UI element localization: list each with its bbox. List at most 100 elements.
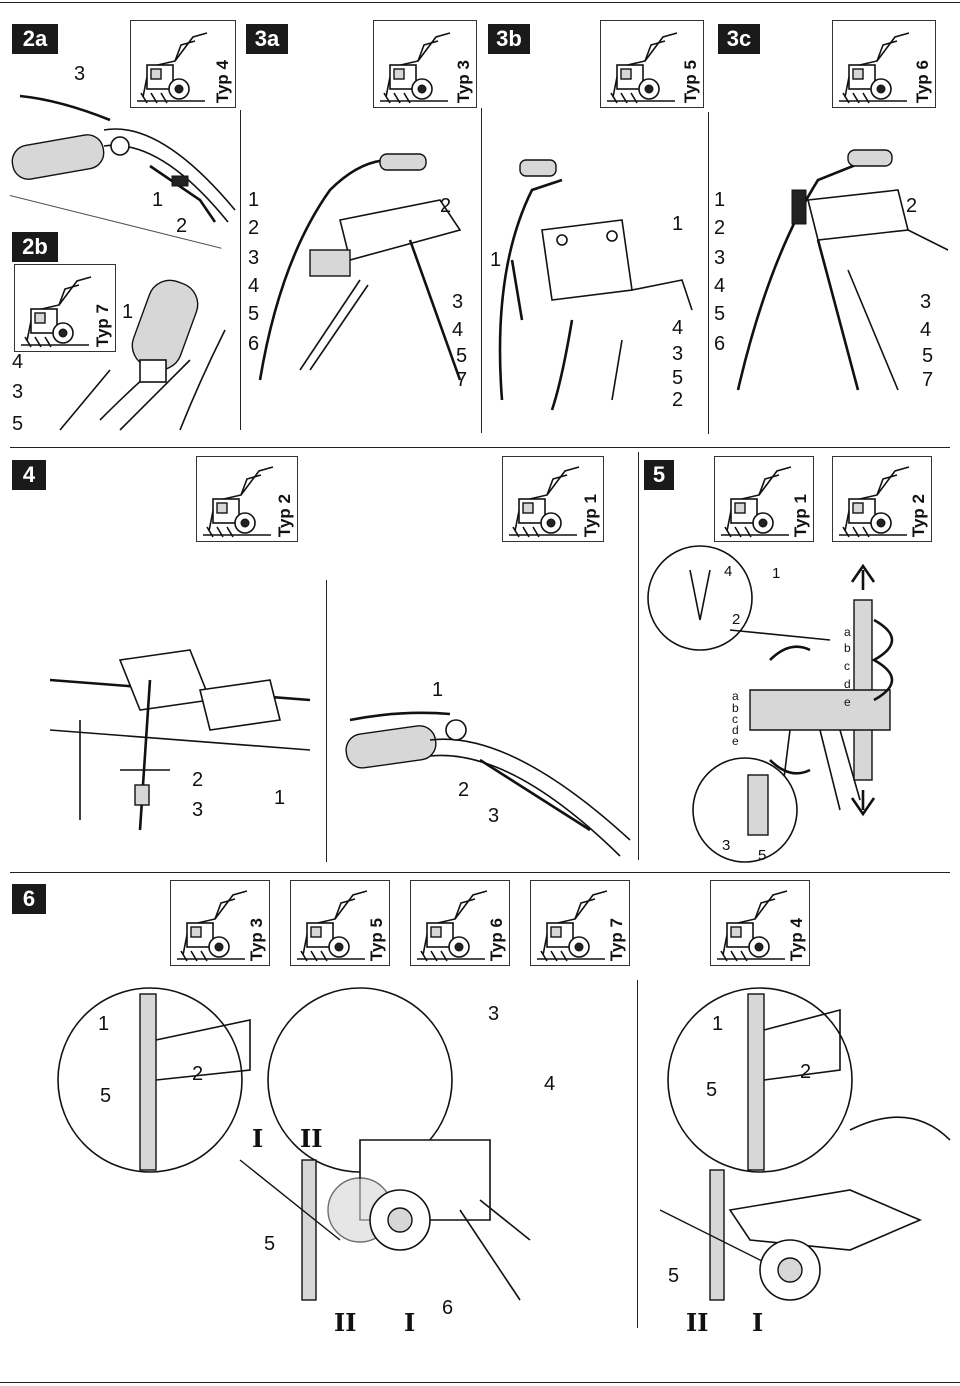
frame-illustration-4 xyxy=(49,649,311,831)
callout-5-1: 1 xyxy=(772,565,781,582)
type-label: Typ 3 xyxy=(247,917,266,961)
control-panel-illustration-3a xyxy=(258,153,462,381)
tiller-illustration xyxy=(720,466,792,538)
section-badge-2a: 2a xyxy=(12,24,58,54)
callout-6-6w: 6 xyxy=(442,1297,454,1319)
callout-3a-7r: 7 xyxy=(456,369,468,391)
callout-6-5rw: 5 xyxy=(668,1265,680,1287)
callout-3b-2: 2 xyxy=(672,389,684,411)
callout-3c-2: 2 xyxy=(714,217,726,239)
type-label: Typ 5 xyxy=(681,59,700,103)
callout-3c-6: 6 xyxy=(714,333,726,355)
callout-3a-3r: 3 xyxy=(452,291,464,313)
callout-2b-5: 5 xyxy=(12,413,24,435)
callout-6-4m: 4 xyxy=(544,1073,556,1095)
callout-2b-3: 3 xyxy=(12,381,24,403)
pos-c-side: c xyxy=(732,712,738,726)
roman-I-bottom: I xyxy=(404,1308,416,1337)
type-label: Typ 7 xyxy=(607,917,626,961)
type-thumb-6d: Typ 7 xyxy=(530,880,630,966)
callout-3b-3: 3 xyxy=(672,343,684,365)
callout-6-1l: 1 xyxy=(98,1013,110,1035)
callout-6-5l: 5 xyxy=(100,1085,112,1107)
callout-3a-1: 1 xyxy=(248,189,260,211)
divider-3b-3c xyxy=(708,112,709,434)
type-thumb-5b: Typ 2 xyxy=(832,456,932,542)
section-badge-2b: 2b xyxy=(12,232,58,262)
divider-4-5 xyxy=(638,452,639,860)
callout-6-2r: 2 xyxy=(800,1061,812,1083)
type-label: Typ 5 xyxy=(367,917,386,961)
control-panel-illustration-3c xyxy=(736,149,949,391)
type-label: Typ 1 xyxy=(791,493,810,537)
type-label: Typ 4 xyxy=(787,917,806,961)
callout-5-4: 4 xyxy=(724,563,733,580)
callout-2b-1: 1 xyxy=(122,301,134,323)
section-badge-5: 5 xyxy=(644,460,674,490)
wheel-stake-illustration-6 xyxy=(57,987,531,1301)
callout-4-2r: 2 xyxy=(458,779,470,801)
tiller-illustration xyxy=(838,32,910,104)
callout-6-2l: 2 xyxy=(192,1063,204,1085)
callout-4-2l: 2 xyxy=(192,769,204,791)
type-thumb-6c: Typ 6 xyxy=(410,880,510,966)
callout-3b-5: 5 xyxy=(672,367,684,389)
section-badge-3c: 3c xyxy=(718,24,760,54)
callout-5-3: 3 xyxy=(722,837,731,854)
callout-3b-1l: 1 xyxy=(490,249,502,271)
callout-3c-5: 5 xyxy=(714,303,726,325)
pos-b-side: b xyxy=(732,701,739,715)
section-badge-3a: 3a xyxy=(246,24,288,54)
type-thumb-6e: Typ 4 xyxy=(710,880,810,966)
tiller-illustration xyxy=(176,890,248,962)
pos-d-top: d xyxy=(844,677,851,691)
type-label: Typ 6 xyxy=(487,917,506,961)
callout-3c-5r: 5 xyxy=(922,345,934,367)
callout-6-3m: 3 xyxy=(488,1003,500,1025)
callout-3a-2: 2 xyxy=(248,217,260,239)
pos-d-side: d xyxy=(732,723,739,737)
callout-3a-6: 6 xyxy=(248,333,260,355)
callout-2a-3: 3 xyxy=(74,63,86,85)
type-label: Typ 3 xyxy=(454,59,473,103)
type-thumb-6a: Typ 3 xyxy=(170,880,270,966)
tiller-illustration xyxy=(416,890,488,962)
pos-a-top: a xyxy=(844,625,851,639)
callout-3c-4r: 4 xyxy=(920,319,932,341)
callout-3a-4: 4 xyxy=(248,275,260,297)
section-badge-4: 4 xyxy=(12,460,46,490)
callout-3a-5: 5 xyxy=(248,303,260,325)
callout-6-5r: 5 xyxy=(706,1079,718,1101)
callout-3c-3r: 3 xyxy=(920,291,932,313)
callout-3c-7r: 7 xyxy=(922,369,934,391)
roman-I-left: I xyxy=(252,1124,264,1153)
type-thumb-3b: Typ 5 xyxy=(600,20,704,108)
callout-3a-5r: 5 xyxy=(456,345,468,367)
type-thumb-3c: Typ 6 xyxy=(832,20,936,108)
divider-3a-3b xyxy=(481,108,482,433)
type-thumb-4b: Typ 1 xyxy=(502,456,604,542)
section-badge-6: 6 xyxy=(12,884,46,914)
type-label: Typ 6 xyxy=(913,59,932,103)
callout-3a-4r: 4 xyxy=(452,319,464,341)
top-rule xyxy=(0,2,960,3)
tiller-illustration xyxy=(202,466,274,538)
callout-3a-3: 3 xyxy=(248,247,260,269)
type-thumb-2b: Typ 7 xyxy=(14,264,116,352)
tiller-illustration xyxy=(838,466,910,538)
pos-e-top: e xyxy=(844,695,851,709)
roman-I-right: I xyxy=(752,1308,764,1337)
section-badge-3b: 3b xyxy=(488,24,530,54)
divider-4-inner xyxy=(326,580,327,862)
type-thumb-5a: Typ 1 xyxy=(714,456,814,542)
divider-row2 xyxy=(10,872,950,873)
wheel-stake-illustration-6-typ4 xyxy=(659,987,951,1301)
tiller-illustration xyxy=(716,890,788,962)
callout-2a-2: 2 xyxy=(176,215,188,237)
callout-4-1r: 1 xyxy=(432,679,444,701)
callout-4-3l: 3 xyxy=(192,799,204,821)
callout-3c-1: 1 xyxy=(714,189,726,211)
tiller-illustration xyxy=(536,890,608,962)
type-thumb-4a: Typ 2 xyxy=(196,456,298,542)
bottom-rule xyxy=(0,1382,960,1383)
